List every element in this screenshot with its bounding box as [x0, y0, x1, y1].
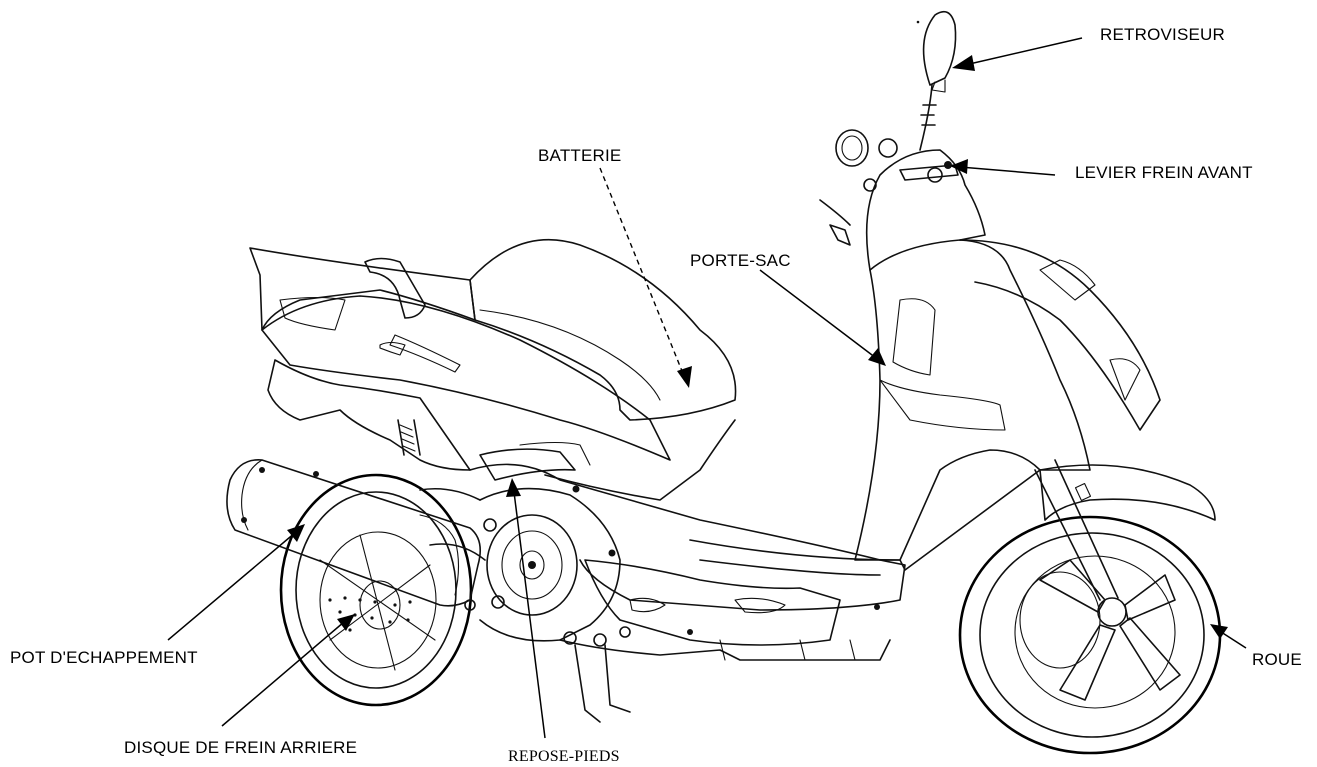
handlebar-assembly — [819, 84, 986, 271]
leader-disque — [221, 621, 345, 727]
rear-wheel — [279, 473, 473, 707]
seat — [469, 238, 737, 421]
arrowhead-disque — [337, 614, 355, 631]
leader-retroviseur — [964, 37, 1083, 66]
arrowhead-roue — [1210, 624, 1228, 639]
leader-pot — [167, 531, 297, 641]
rear-brake-disc — [328, 596, 412, 632]
label-levier-frein-avant: LEVIER FREIN AVANT — [1075, 163, 1253, 182]
rear-body — [267, 359, 471, 471]
label-roue: ROUE — [1252, 650, 1302, 669]
mirror — [922, 10, 957, 86]
front-fender — [1039, 464, 1216, 521]
engine-cover — [419, 487, 621, 642]
arrowhead-retroviseur — [952, 55, 975, 71]
leader-batterie — [599, 167, 685, 377]
rear-shock — [397, 419, 421, 456]
arrowhead-porte-sac — [868, 348, 886, 366]
arrowhead-repose-pieds — [506, 478, 521, 497]
label-disque-frein-arriere: DISQUE DE FREIN ARRIERE — [124, 738, 358, 757]
arrowhead-levier-frein — [950, 159, 968, 174]
label-porte-sac: PORTE-SAC — [690, 251, 791, 270]
label-retroviseur: RETROVISEUR — [1100, 25, 1225, 44]
center-stand — [574, 644, 631, 723]
rear-cowl — [249, 247, 476, 331]
arrowhead-pot — [287, 524, 305, 542]
label-repose-pieds: REPOSE-PIEDS — [508, 748, 620, 765]
label-batterie: BATTERIE — [538, 146, 622, 165]
leader-porte-sac — [759, 269, 877, 359]
label-pot-echappement: POT D'ECHAPPEMENT — [10, 648, 198, 667]
leader-repose-pieds — [513, 491, 546, 739]
front-fork — [1034, 459, 1119, 601]
grab-rail — [364, 257, 426, 319]
exhaust-muffler — [226, 459, 481, 607]
leader-levier-frein — [959, 166, 1056, 176]
arrowhead-batterie — [677, 366, 692, 388]
